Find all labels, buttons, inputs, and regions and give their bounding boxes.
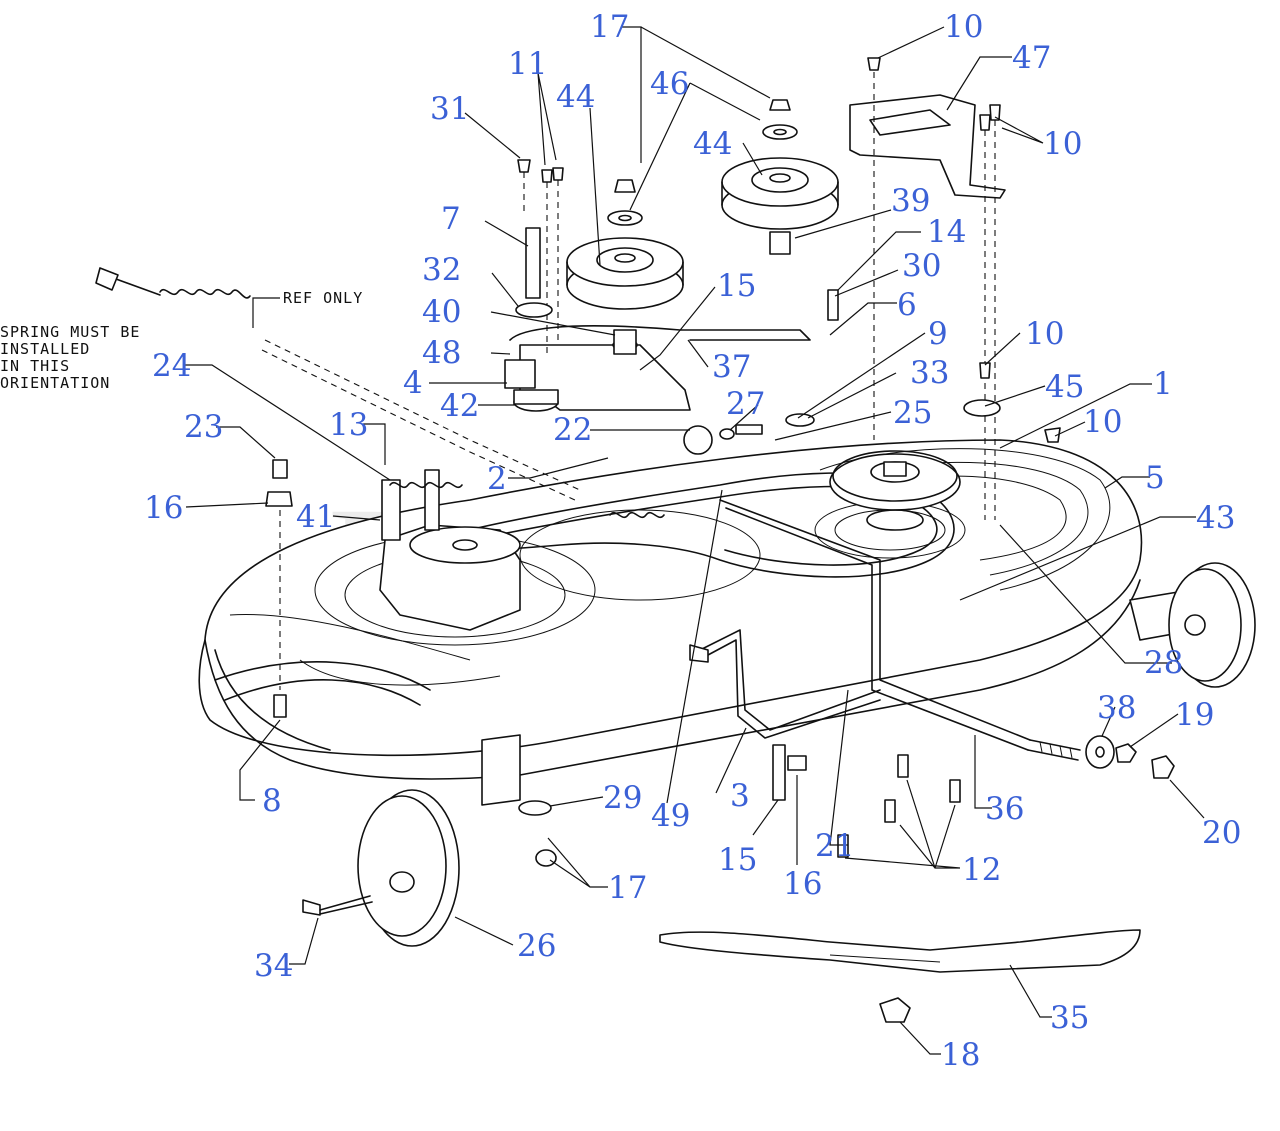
callout-21: 21	[815, 828, 854, 864]
callout-47: 47	[1012, 40, 1051, 76]
svg-text:INSTALLED: INSTALLED	[0, 340, 90, 358]
callout-37: 37	[712, 349, 751, 385]
callout-26: 26	[517, 928, 556, 964]
callout-8: 8	[262, 783, 282, 819]
callout-6: 6	[897, 287, 917, 323]
callout-15: 15	[718, 842, 757, 878]
callout-20: 20	[1202, 815, 1241, 851]
callout-18: 18	[941, 1037, 980, 1073]
callout-42: 42	[440, 388, 479, 424]
callout-5: 5	[1145, 460, 1165, 496]
callout-10: 10	[1043, 126, 1082, 162]
callout-49: 49	[651, 798, 690, 834]
callout-9: 9	[928, 316, 948, 352]
svg-text:IN THIS: IN THIS	[0, 357, 70, 375]
callout-36: 36	[985, 791, 1024, 827]
callout-31: 31	[430, 91, 469, 127]
lift-rod	[719, 499, 1081, 761]
callout-46: 46	[650, 66, 689, 102]
callout-14: 14	[927, 214, 966, 250]
idler-spring-left	[389, 481, 463, 489]
callout-35: 35	[1050, 1000, 1089, 1036]
callout-33: 33	[910, 355, 949, 391]
idler-pulley-right	[721, 99, 839, 255]
spring-orientation-note: SPRING MUST BE INSTALLED IN THIS ORIENTA…	[0, 323, 140, 392]
callout-7: 7	[441, 201, 461, 237]
callout-10: 10	[1025, 316, 1064, 352]
callout-1: 1	[1153, 366, 1173, 402]
front-wheel-right	[1168, 562, 1256, 688]
callout-40: 40	[422, 294, 461, 330]
callout-41: 41	[296, 499, 335, 535]
callout-27: 27	[726, 386, 765, 422]
idler-spring-center	[609, 511, 665, 519]
svg-text:REF ONLY: REF ONLY	[283, 289, 363, 307]
callout-44: 44	[556, 79, 595, 115]
svg-text:SPRING MUST BE: SPRING MUST BE	[0, 323, 140, 341]
callout-19: 19	[1175, 697, 1214, 733]
callout-25: 25	[893, 395, 932, 431]
callout-17: 17	[590, 9, 629, 45]
callout-28: 28	[1144, 645, 1183, 681]
callout-12: 12	[962, 852, 1001, 888]
wheel-bolt	[302, 895, 373, 916]
callout-2: 2	[487, 461, 507, 497]
callout-29: 29	[603, 780, 642, 816]
callout-15: 15	[717, 268, 756, 304]
callout-23: 23	[184, 409, 223, 445]
callout-34: 34	[254, 948, 293, 984]
callout-10: 10	[944, 9, 983, 45]
callout-labels: 17 10 47 11 44 46 31 44 10 39 7 14 32 30…	[144, 9, 1241, 1073]
callout-44: 44	[693, 126, 732, 162]
callout-45: 45	[1045, 369, 1084, 405]
front-wheel-left	[357, 789, 460, 947]
extension-spring	[95, 267, 581, 501]
leader-lines	[184, 26, 1205, 1055]
callout-22: 22	[553, 412, 592, 448]
callout-30: 30	[902, 248, 941, 284]
callout-16: 16	[144, 490, 183, 526]
svg-text:ORIENTATION: ORIENTATION	[0, 374, 110, 392]
callout-17: 17	[608, 870, 647, 906]
callout-32: 32	[422, 252, 461, 288]
callout-10: 10	[1083, 404, 1122, 440]
callout-43: 43	[1196, 500, 1235, 536]
callout-24: 24	[152, 348, 191, 384]
ref-only-note: REF ONLY	[252, 289, 363, 328]
callout-48: 48	[422, 335, 461, 371]
callout-4: 4	[403, 365, 423, 401]
mower-blade	[659, 929, 1141, 973]
callout-11: 11	[508, 46, 547, 82]
callout-13: 13	[329, 407, 368, 443]
spindle-pulley-right	[829, 450, 961, 531]
callout-39: 39	[891, 183, 930, 219]
small-hardware	[265, 57, 1175, 1023]
callout-38: 38	[1097, 690, 1136, 726]
idler-pulley-left	[566, 179, 684, 310]
callout-16: 16	[783, 866, 822, 902]
front-wheel-bracket-left	[481, 734, 521, 806]
callout-3: 3	[730, 778, 750, 814]
belt-guard-bracket	[849, 94, 1006, 199]
